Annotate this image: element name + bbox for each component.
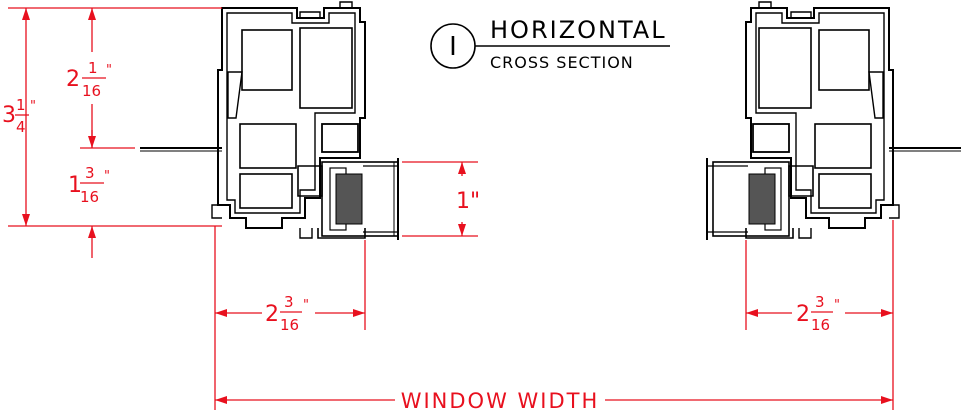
svg-text:3: 3 [284, 293, 294, 311]
left-depth-label: 2 3 16 " [265, 293, 309, 334]
svg-text:1: 1 [88, 59, 98, 77]
section-number: I [449, 32, 457, 62]
svg-text:": " [106, 63, 112, 78]
svg-text:4: 4 [16, 118, 26, 136]
svg-text:16: 16 [280, 316, 299, 334]
svg-text:1: 1 [68, 173, 82, 198]
svg-text:": " [834, 298, 840, 313]
title-sub: CROSS SECTION [490, 53, 634, 72]
upper-height-label: 2 1 16 " [66, 59, 112, 100]
title-main: HORIZONTAL [490, 16, 667, 44]
lower-height-label: 1 3 16 " [68, 164, 110, 206]
svg-text:": " [104, 169, 110, 184]
window-width-label: WINDOW WIDTH [401, 389, 600, 413]
dimension-labels: 3 1 4 " 2 1 16 " 1 3 16 " 1" 2 3 1 [2, 59, 840, 413]
svg-text:": " [30, 99, 36, 114]
glass-thickness-label: 1" [456, 189, 480, 214]
section-title: I HORIZONTAL CROSS SECTION [430, 16, 670, 72]
right-frame-profile [706, 1, 961, 240]
svg-text:1: 1 [16, 96, 26, 114]
svg-text:2: 2 [796, 302, 810, 327]
svg-text:3: 3 [85, 164, 95, 182]
svg-text:2: 2 [66, 67, 80, 92]
right-depth-label: 2 3 16 " [796, 293, 840, 334]
svg-text:2: 2 [265, 302, 279, 327]
svg-text:3: 3 [815, 293, 825, 311]
left-frame-profile [211, 1, 366, 239]
svg-text:16: 16 [80, 188, 99, 206]
svg-text:16: 16 [82, 82, 101, 100]
svg-text:3: 3 [2, 103, 16, 128]
left-glass-unit [321, 158, 399, 240]
svg-text:16: 16 [811, 316, 830, 334]
overall-height-label: 3 1 4 " [2, 96, 36, 136]
dimensions [8, 7, 894, 410]
svg-text:": " [303, 298, 309, 313]
